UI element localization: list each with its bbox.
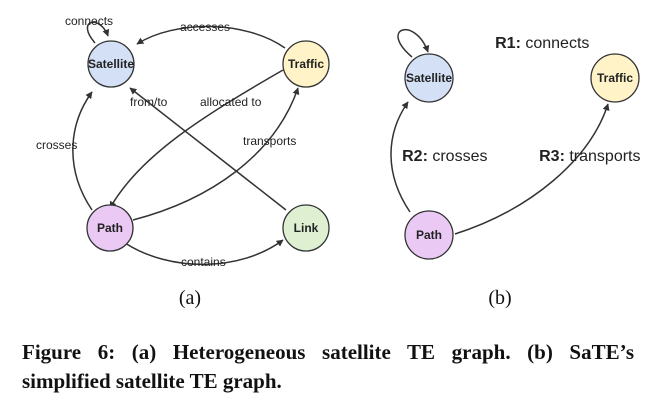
edge-label-crosses-a: crosses: [36, 138, 77, 152]
relation-label-r3: R3: transports: [508, 148, 656, 165]
node-traffic-a-label: Traffic: [288, 57, 324, 71]
node-traffic-b: [590, 53, 640, 103]
node-traffic-a: [282, 40, 330, 88]
relation-r3-id: R3:: [539, 148, 565, 165]
relation-label-r1: R1: connects: [464, 35, 612, 52]
panel-b-label: (b): [488, 287, 511, 309]
relation-r1-id: R1:: [495, 35, 521, 52]
panel-a-label: (a): [179, 287, 201, 309]
node-path-b: [404, 210, 454, 260]
edge-label-transports-a: transports: [243, 134, 296, 148]
relation-label-r2: R2: crosses: [371, 148, 510, 165]
node-path-a-label: Path: [97, 221, 123, 235]
edge-label-accesses: accesses: [180, 20, 230, 34]
node-satellite-b: [404, 53, 454, 103]
edge-contains: [124, 239, 284, 266]
edge-from-to: [129, 87, 287, 211]
edge-transports-b: [454, 103, 610, 235]
edge-crosses-a: [72, 91, 93, 211]
panel-b: Satellite Traffic Path R1: connects R2: …: [371, 29, 656, 309]
edge-connects-a: [86, 21, 110, 44]
relation-r2-name: crosses: [428, 148, 488, 165]
node-link-label: Link: [294, 221, 319, 235]
edge-label-allocated-to: allocated to: [200, 95, 262, 109]
edge-label-from-to: from/to: [130, 95, 168, 109]
edge-crosses-b: [390, 101, 411, 213]
edge-accesses: [136, 25, 286, 49]
edge-label-connects: connects: [65, 14, 113, 28]
node-path-a: [86, 204, 134, 252]
node-satellite-a: [87, 40, 135, 88]
relation-r2-id: R2:: [402, 148, 428, 165]
relation-r3-name: transports: [565, 148, 641, 165]
node-path-b-label: Path: [416, 228, 442, 242]
node-satellite-a-label: Satellite: [88, 57, 134, 71]
edge-label-contains: contains: [181, 255, 226, 269]
node-satellite-b-label: Satellite: [406, 71, 452, 85]
relation-r1-name: connects: [521, 35, 589, 52]
panel-a: Satellite Traffic Path Link connects acc…: [36, 14, 330, 309]
edge-allocated-to: [109, 69, 284, 209]
edge-transports-a: [132, 87, 300, 221]
node-traffic-b-label: Traffic: [597, 71, 633, 85]
figure-caption: Figure 6: (a) Heterogeneous satellite TE…: [22, 340, 634, 393]
node-link: [282, 204, 330, 252]
edge-connects-b: [397, 29, 430, 58]
